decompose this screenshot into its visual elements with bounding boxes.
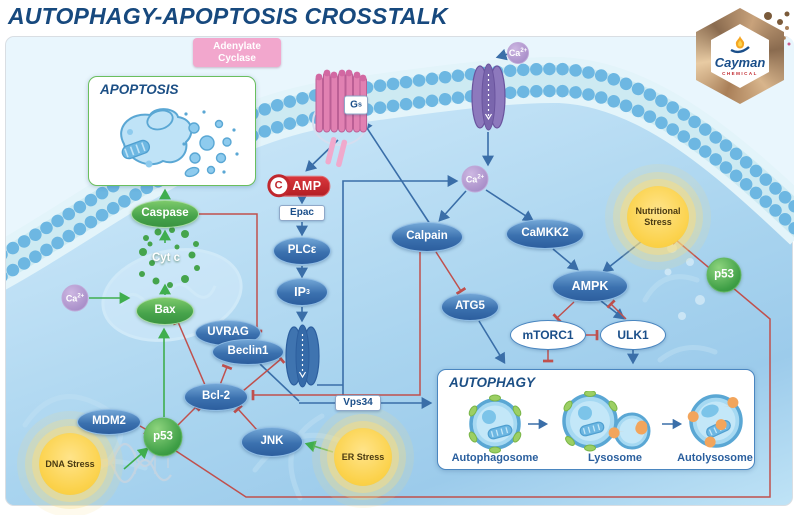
autophagy-box: AUTOPHAGY (437, 369, 755, 470)
logo-tagline-text: CHEMICAL (722, 71, 758, 76)
caspase-node: Caspase (131, 200, 199, 228)
autophagy-title: AUTOPHAGY (449, 375, 536, 390)
camkk2-node: CaMKK2 (506, 219, 584, 249)
edge-ca-entry (498, 54, 508, 57)
edge-calcium-release (343, 181, 456, 402)
mitochondrion-decoration (94, 237, 249, 352)
edge-dna-p53 (124, 449, 147, 469)
vesicle-decorations (665, 243, 706, 320)
edge-calpain-bcl2 (253, 252, 420, 395)
edge-er-jnk (307, 444, 333, 452)
logo-hexagon-inner: Cayman CHEMICAL (711, 24, 769, 88)
autophagosome-art (468, 394, 522, 454)
autophagy-illustration (468, 391, 743, 454)
cytc-label: Cyt c (151, 252, 181, 264)
lysosome-art (562, 391, 651, 452)
calpain-node: Calpain (391, 222, 463, 252)
edge-bcl2-channel (243, 359, 281, 391)
edge-nutritional-ampk (604, 241, 642, 271)
apoptosis-illustration (120, 108, 239, 178)
bax-node: Bax (136, 297, 194, 325)
adenylate-cyclase-label: Adenylate Cyclase (193, 38, 281, 67)
edge-ampk-ulk1 (601, 301, 623, 318)
p53-right-node: p53 (706, 257, 742, 293)
edge-jnk-bcl2 (238, 409, 257, 430)
ip3r-channel (286, 325, 319, 387)
ampk-node: AMPK (552, 270, 628, 302)
apoptosis-title: APOPTOSIS (100, 82, 179, 97)
beclin1-node: Beclin1 (212, 339, 284, 365)
edge-bcl2-bax (178, 322, 205, 385)
lysosome-label: Lysosome (587, 452, 643, 464)
apoptosis-box: APOPTOSIS (88, 76, 256, 186)
mtorc1-node: mTORC1 (510, 320, 586, 350)
plce-node: PLCε (273, 237, 331, 265)
er-stress: ER Stress (334, 428, 392, 486)
edge-camkk2-ampk (553, 249, 577, 269)
edge-atg5-autophagy (479, 321, 504, 362)
gpcr-receptor (313, 70, 367, 168)
edge-calpain-atg5 (436, 252, 461, 291)
ulk1-node: ULK1 (600, 320, 666, 350)
mdm2-node: MDM2 (77, 409, 141, 435)
calcium-ion-left: Ca2+ (61, 284, 89, 312)
cytc-dots (139, 227, 200, 288)
calcium-channel (472, 64, 505, 130)
edge-ampk-mtorc1 (557, 302, 574, 318)
autolysosome-art (687, 394, 743, 448)
p53-node: p53 (143, 417, 183, 457)
page-title: AUTOPHAGY-APOPTOSIS CROSSTALK (8, 3, 448, 29)
cayman-logo: Cayman CHEMICAL (690, 6, 792, 106)
camp-node: C AMP (267, 174, 331, 198)
logo-brand-text: Cayman (714, 55, 766, 70)
edge-p53-bcl2 (176, 407, 196, 427)
edge-ca-camkk2 (486, 190, 532, 220)
atg5-node: ATG5 (441, 293, 499, 321)
calcium-ion-cytosol: Ca2+ (461, 165, 489, 193)
jnk-node: JNK (241, 427, 303, 457)
bcl2-node: Bcl-2 (184, 383, 248, 411)
vps34-label: Vps34 (335, 395, 381, 411)
camp-c-icon: C (267, 174, 291, 198)
edge-caspase-beclin1 (199, 214, 257, 331)
edge-p53-nutritional (173, 240, 770, 497)
autolysosome-label: Autolysosome (677, 452, 753, 464)
edge-ca-calpain (440, 191, 466, 220)
calcium-ion-extracellular: Ca2+ (507, 42, 529, 64)
edge-bcl2-beclin1 (220, 367, 227, 385)
autophagosome-label: Autophagosome (451, 452, 539, 464)
epac-node: Epac (279, 205, 325, 221)
dna-stress: DNA Stress (39, 433, 101, 495)
edge-ulk1-ampk (611, 304, 626, 319)
edge-to-gs (363, 122, 430, 224)
logo-flame-icon (730, 36, 750, 54)
